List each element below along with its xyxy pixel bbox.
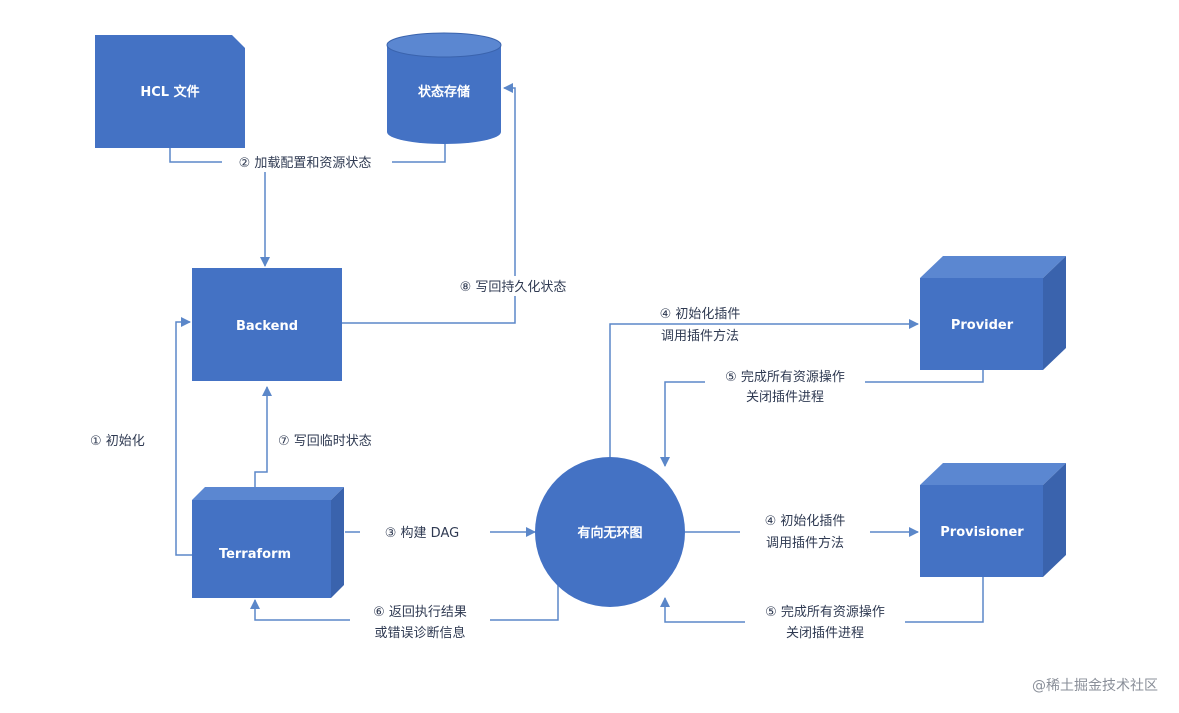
edge-label-write-persist: ⑧ 写回持久化状态: [460, 280, 567, 295]
edge-label-init-provisioner-1: ④ 初始化插件: [765, 514, 846, 529]
label-mask-close-provisioner: [745, 600, 905, 642]
edge-label-init-provider-2: 调用插件方法: [661, 328, 739, 344]
edge-label-init: ① 初始化: [90, 434, 145, 449]
edge-label-init-provisioner-2: 调用插件方法: [766, 535, 844, 551]
backend-node: Backend: [192, 268, 342, 381]
edge-label-return-result-1: ⑥ 返回执行结果: [373, 605, 467, 620]
provider-node: Provider: [920, 256, 1066, 370]
edge-write-persist: [341, 83, 516, 324]
edge-label-write-temp: ⑦ 写回临时状态: [278, 434, 372, 449]
dag-label: 有向无环图: [577, 525, 642, 541]
provisioner-label: Provisioner: [940, 525, 1024, 540]
edge-label-build-dag: ③ 构建 DAG: [385, 526, 459, 541]
hcl-file-node: HCL 文件: [95, 35, 245, 148]
provider-label: Provider: [951, 318, 1014, 333]
terraform-node: Terraform: [192, 487, 344, 598]
backend-label: Backend: [236, 319, 298, 334]
dag-node: 有向无环图: [535, 457, 685, 607]
label-mask-init-provisioner: [740, 535, 870, 553]
label-mask-close-provider: [705, 365, 865, 405]
edge-init: [175, 317, 192, 556]
label-mask-return-result: [350, 600, 490, 642]
edge-label-close-provisioner-2: 关闭插件进程: [786, 626, 864, 641]
state-storage-label: 状态存储: [418, 84, 470, 100]
edge-label-close-provider-2: 关闭插件进程: [746, 390, 824, 405]
edge-label-load: ② 加载配置和资源状态: [239, 156, 372, 171]
edge-write-temp: [254, 386, 272, 487]
edge-label-close-provider-1: ⑤ 完成所有资源操作: [725, 369, 845, 385]
edge-label-return-result-2: 或错误诊断信息: [374, 625, 465, 641]
provisioner-node: Provisioner: [920, 463, 1066, 577]
terraform-label: Terraform: [219, 547, 291, 562]
edge-init-provider: [609, 319, 919, 458]
hcl-file-label: HCL 文件: [140, 84, 199, 100]
edge-label-close-provisioner-1: ⑤ 完成所有资源操作: [765, 604, 885, 620]
state-storage-node: 状态存储: [386, 32, 502, 144]
watermark: @稀土掘金技术社区: [1032, 678, 1158, 694]
edge-label-init-provider-1: ④ 初始化插件: [660, 307, 741, 322]
